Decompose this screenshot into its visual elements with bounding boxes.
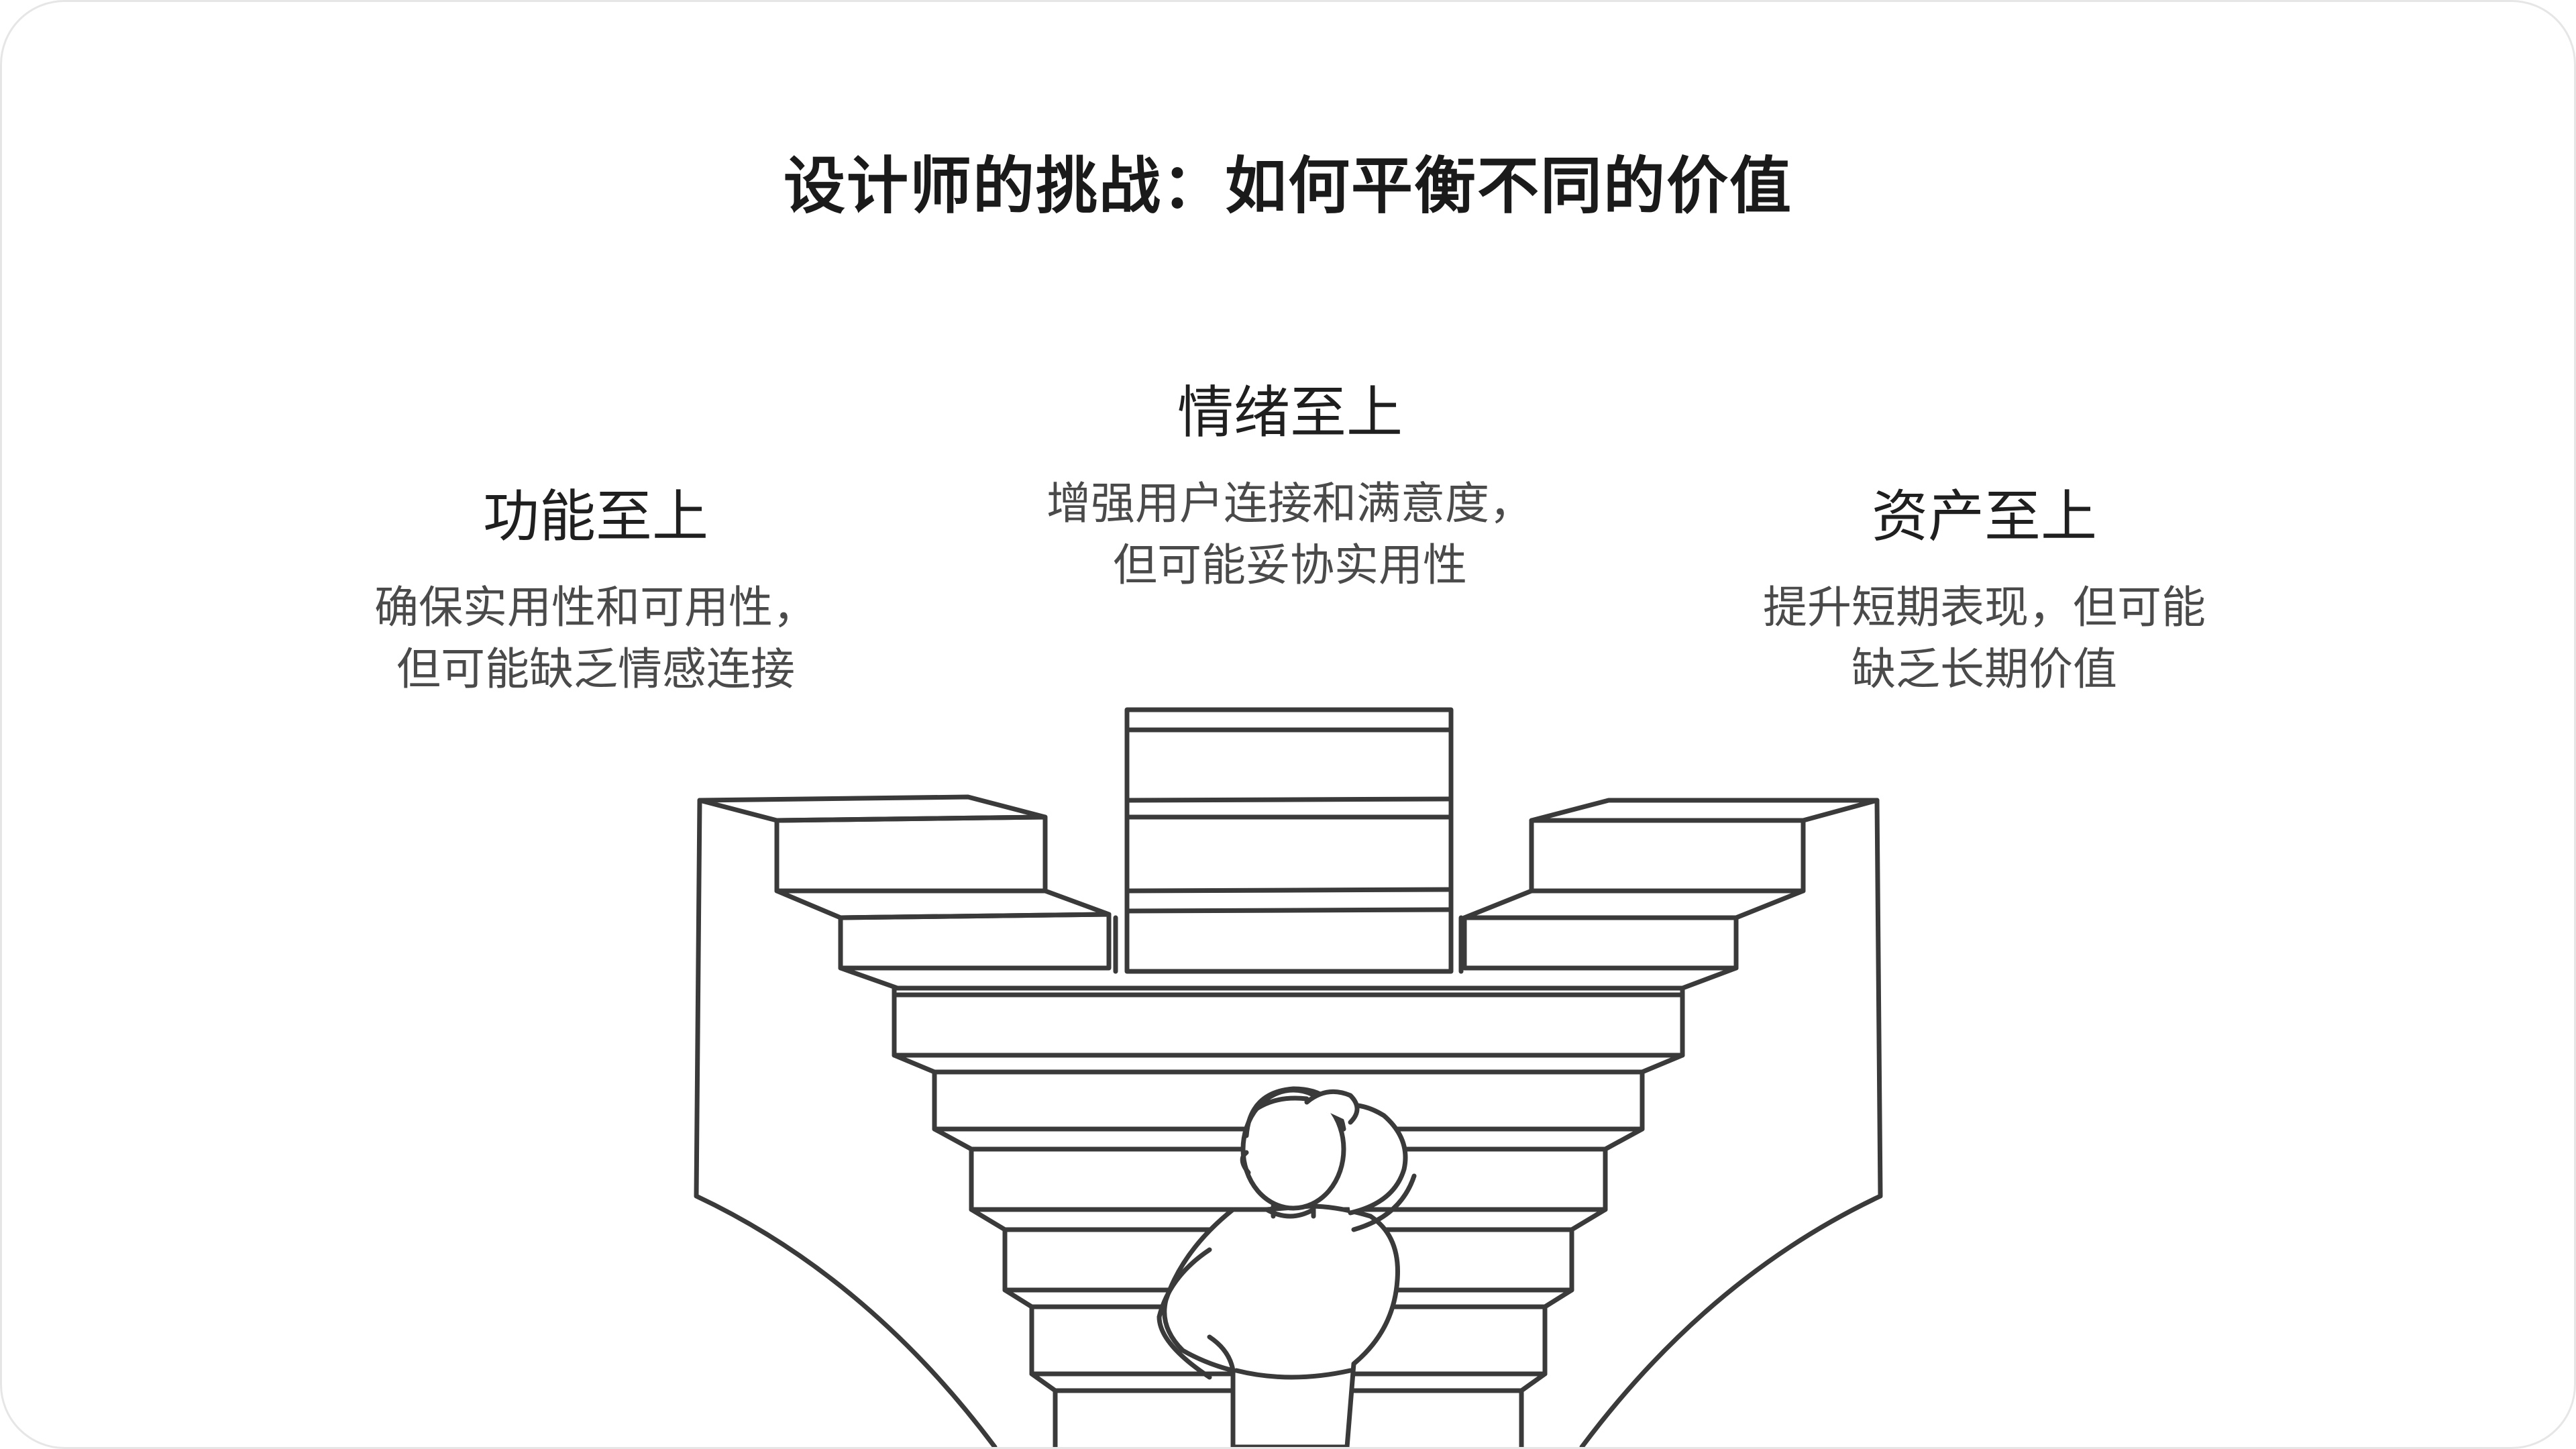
function-first-line-1: 确保实用性和可用性， — [374, 582, 817, 633]
emotion-first-line-1: 增强用户连接和满意度， — [1046, 478, 1534, 529]
left-step-2 — [838, 912, 1112, 971]
page-title: 设计师的挑战：如何平衡不同的价值 — [783, 150, 1792, 222]
right-wing-outline — [1579, 798, 1883, 1447]
main-step-3 — [969, 1146, 1608, 1212]
asset-first-block: 资产至上 提升短期表现，但可能 缺乏长期价值 — [1649, 472, 2320, 700]
right-step-1 — [1529, 818, 1806, 894]
main-step-6 — [1053, 1388, 1524, 1447]
emotion-first-line-2: 但可能妥协实用性 — [1113, 539, 1467, 591]
central-tower — [1124, 707, 1454, 974]
left-wing-outline — [694, 798, 998, 1447]
asset-first-line-1: 提升短期表现，但可能 — [1763, 582, 2206, 633]
main-step-5 — [1029, 1304, 1548, 1377]
left-wing-top — [697, 794, 1048, 823]
right-step-2 — [1462, 915, 1739, 971]
emotion-first-block: 情绪至上 增强用户连接和满意度， 但可能妥协实用性 — [955, 368, 1625, 596]
main-step-2 — [932, 1069, 1645, 1132]
function-first-heading: 功能至上 — [482, 484, 708, 549]
main-step-4 — [1002, 1227, 1574, 1293]
function-first-block: 功能至上 确保实用性和可用性， 但可能缺乏情感连接 — [260, 472, 931, 700]
right-wing-top — [1529, 798, 1880, 823]
main-step-1 — [892, 985, 1685, 1058]
asset-first-line-2: 缺乏长期价值 — [1851, 643, 2117, 695]
thinking-person-illustration — [1157, 1086, 1417, 1447]
emotion-first-heading: 情绪至上 — [1177, 380, 1403, 445]
asset-first-heading: 资产至上 — [1871, 484, 2097, 549]
function-first-line-2: 但可能缺乏情感连接 — [396, 643, 795, 695]
left-step-1 — [774, 814, 1048, 894]
